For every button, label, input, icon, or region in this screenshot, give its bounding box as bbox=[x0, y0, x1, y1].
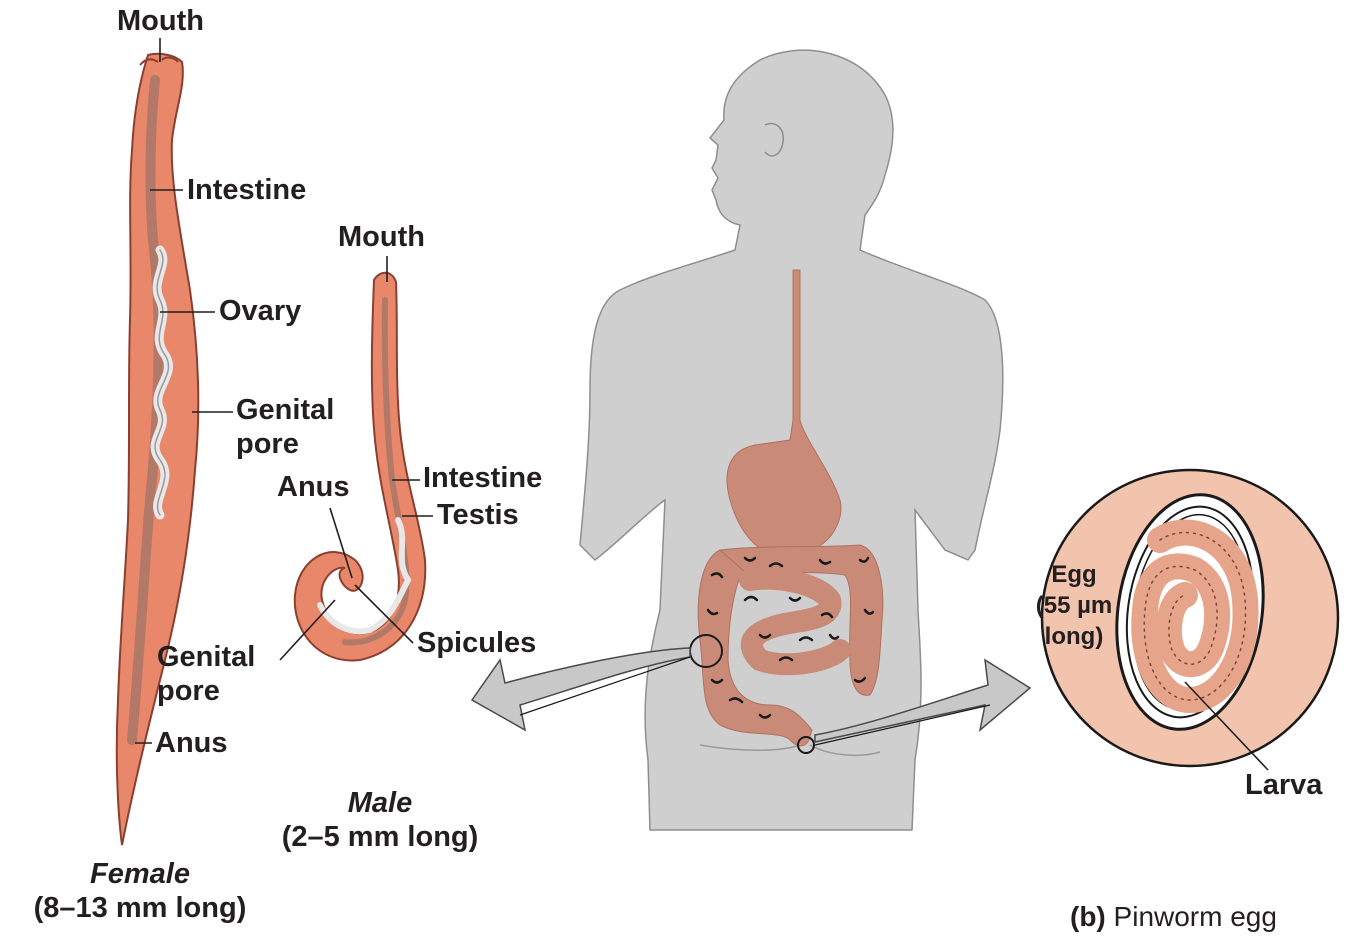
male-intestine-label: Intestine bbox=[423, 462, 542, 494]
larva-label: Larva bbox=[1245, 769, 1322, 801]
male-mouth-label: Mouth bbox=[338, 221, 425, 253]
female-ovary-label: Ovary bbox=[219, 295, 301, 327]
figure-caption: (b) Pinworm egg bbox=[1070, 901, 1277, 933]
female-genital-pore-label-1: Genital bbox=[236, 394, 334, 426]
female-caption-size: (8–13 mm long) bbox=[10, 892, 270, 924]
female-anus-label: Anus bbox=[155, 727, 228, 759]
egg-label-2: (55 µm bbox=[1026, 592, 1122, 620]
male-spicules-label: Spicules bbox=[417, 627, 536, 659]
female-caption-name: Female bbox=[40, 858, 240, 890]
female-genital-pore-label-2: pore bbox=[236, 428, 299, 460]
caption-title: Pinworm egg bbox=[1114, 901, 1277, 932]
male-caption-name: Male bbox=[290, 787, 470, 819]
male-genital-pore-label-1: Genital bbox=[157, 641, 255, 673]
male-genital-pore-label-2: pore bbox=[157, 675, 220, 707]
egg-label-1: Egg bbox=[1030, 561, 1118, 589]
egg-label-3: long) bbox=[1030, 623, 1118, 651]
caption-part: (b) bbox=[1070, 901, 1106, 932]
male-worm bbox=[295, 273, 425, 661]
male-testis-label: Testis bbox=[437, 499, 519, 531]
male-anus-label: Anus bbox=[277, 471, 350, 503]
female-mouth-label: Mouth bbox=[117, 5, 204, 37]
female-intestine-label: Intestine bbox=[187, 174, 306, 206]
male-caption-size: (2–5 mm long) bbox=[255, 821, 505, 853]
